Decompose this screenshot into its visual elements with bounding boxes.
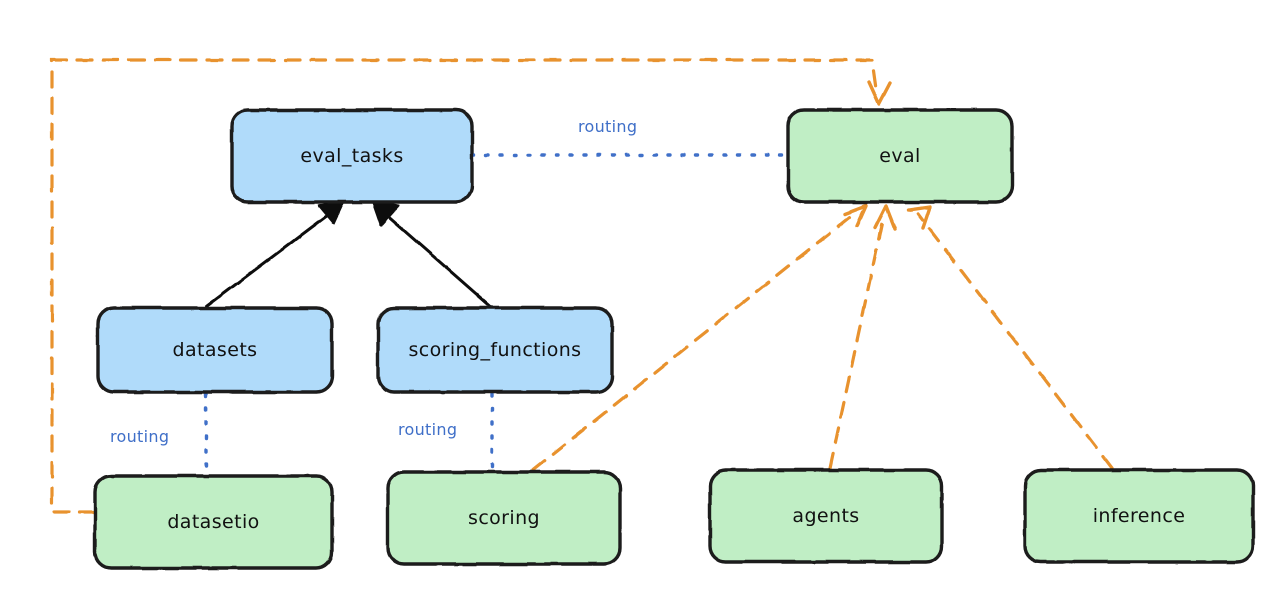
node-datasets — [96, 306, 334, 394]
edge-label-routing-eval-tasks-eval: routing — [578, 117, 638, 136]
node-hit-eval_tasks[interactable] — [232, 110, 472, 202]
edge-inference-eval — [907, 205, 1114, 470]
edge-label-routing-scoring-functions-scoring: routing — [398, 420, 458, 439]
node-scoring — [386, 470, 622, 566]
node-hit-scoring_functions[interactable] — [378, 308, 612, 392]
node-datasetio — [93, 474, 334, 570]
node-hit-scoring[interactable] — [388, 472, 620, 564]
node-scoring_functions — [376, 306, 614, 394]
edge-agents-eval — [828, 204, 897, 470]
node-hit-datasets[interactable] — [98, 308, 332, 392]
node-hit-agents[interactable] — [710, 470, 942, 562]
node-hit-eval[interactable] — [788, 110, 1012, 202]
node-agents — [708, 468, 944, 564]
node-inference — [1023, 468, 1255, 564]
edge-label-routing-datasets-datasetio: routing — [110, 427, 170, 446]
node-hit-inference[interactable] — [1025, 470, 1253, 562]
edge-scoring-eval — [531, 204, 868, 472]
node-eval — [786, 108, 1014, 204]
edge-datasetio-eval — [50, 58, 892, 514]
edge-datasets-eval-tasks — [205, 198, 346, 308]
edge-scoring-functions-eval-tasks — [370, 198, 492, 308]
node-eval_tasks — [230, 108, 474, 204]
node-hit-datasetio[interactable] — [95, 476, 332, 568]
